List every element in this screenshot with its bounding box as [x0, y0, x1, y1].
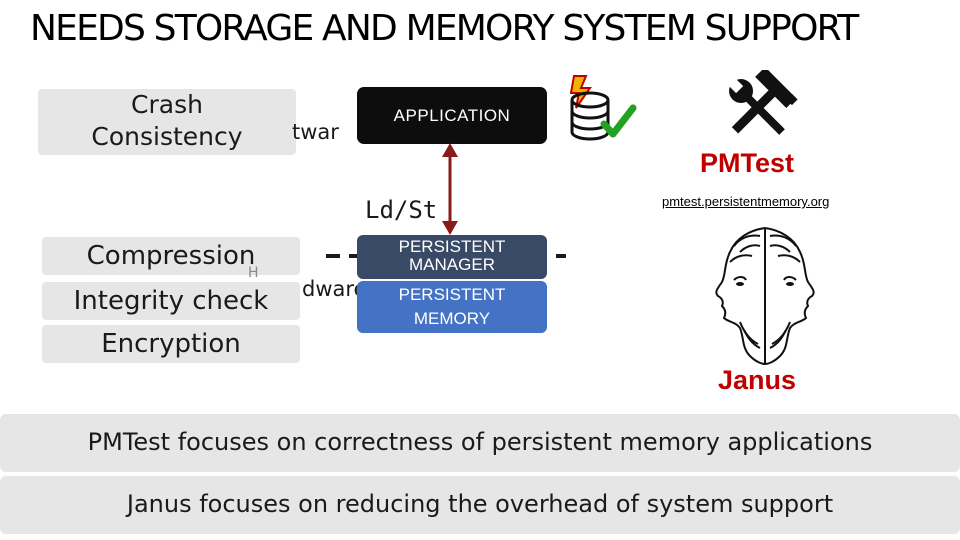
summary-pmtest: PMTest focuses on correctness of persist… [0, 414, 960, 472]
ldst-arrow [442, 143, 458, 235]
ldst-label: Ld/St [365, 196, 438, 224]
persistent-manager-box: PERSISTENT MANAGER [357, 235, 547, 279]
crash-label: Crash [131, 90, 203, 119]
hardware-layer-label: dware [302, 277, 367, 301]
manager-line2: MANAGER [409, 255, 495, 274]
hardware-item-encryption: Encryption [42, 325, 300, 363]
memory-line2: MEMORY [413, 309, 491, 328]
memory-line1: PERSISTENT [398, 285, 506, 304]
application-box: APPLICATION [357, 87, 547, 144]
manager-line1: PERSISTENT [398, 237, 506, 256]
hardware-layer-label-fragment: H [248, 265, 259, 281]
pmtest-url-link[interactable]: pmtest.persistentmemory.org [662, 194, 830, 209]
hammer-wrench-icon [727, 70, 798, 135]
janus-label: Janus [718, 365, 797, 395]
hardware-item-compression: Compression [42, 237, 300, 275]
software-layer-label: twar [292, 120, 339, 144]
database-check-icon [569, 75, 637, 141]
crash-consistency-box: Crash Consistency [38, 89, 296, 155]
pmtest-label: PMTest [700, 148, 795, 178]
page-title: NEEDS STORAGE AND MEMORY SYSTEM SUPPORT [30, 8, 859, 49]
janus-face-icon [715, 227, 815, 365]
consistency-label: Consistency [91, 122, 243, 151]
hardware-item-integrity-check: Integrity check [42, 282, 300, 320]
summary-janus: Janus focuses on reducing the overhead o… [0, 476, 960, 534]
persistent-memory-box: PERSISTENT MEMORY [357, 281, 547, 333]
